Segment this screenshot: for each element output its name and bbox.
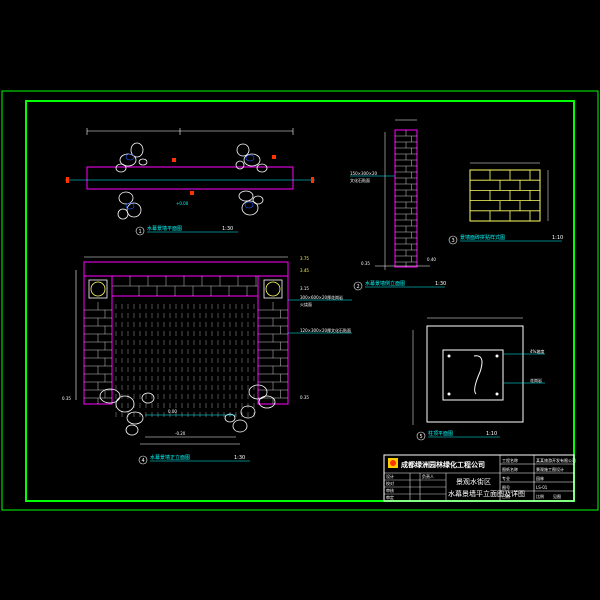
date-label: 日期 (502, 493, 510, 499)
view3-caption: 景墙面砖拼贴样式图 (460, 234, 505, 241)
stage-label: 专业 (502, 475, 510, 481)
view2-caption: 水幕景墙侧立面图 (365, 280, 405, 287)
front-elev-water: 0.00 (168, 409, 177, 414)
title-block: 成都绿洲园林绿化工程公司 工程名称 某某旅游开发有限公司 图纸名称 景观施工图设… (383, 454, 576, 502)
side-elev-top: 0.40 (427, 257, 436, 262)
role-approve: 审定 (386, 494, 394, 500)
view5-scale: 1:10 (486, 431, 497, 437)
project-label: 工程名称 (502, 457, 518, 463)
sheet-value: LS-01 (536, 485, 548, 490)
front-note-2: 火烧面 (300, 301, 312, 307)
view3-scale: 1:10 (552, 235, 563, 241)
role-review: 审核 (386, 487, 394, 493)
front-elevation-view: 3.75 3.45 3.15 0.35 0.35 0.00 -0.20 300×… (62, 256, 352, 465)
view4-caption: 水幕景墙正立面图 (150, 454, 190, 461)
column-note-2: 花岗岩 (530, 377, 542, 383)
plan-view: +0.00 1 水幕景墙平面图 1:30 (65, 128, 315, 236)
front-elev-top: 3.75 (300, 256, 309, 261)
logo-mark-icon (390, 460, 396, 466)
company-name: 成都绿洲园林绿化工程公司 (401, 460, 485, 469)
inner-border (25, 100, 575, 502)
front-elev-left: 0.35 (62, 396, 71, 401)
side-elev-base: 0.35 (361, 261, 370, 266)
drawing-label: 图纸名称 (502, 466, 518, 472)
scale-label: 比例 (536, 493, 544, 499)
view1-caption: 水幕景墙平面图 (147, 225, 182, 232)
role-check: 校对 (386, 480, 394, 486)
project-value: 某某旅游开发有限公司 (536, 457, 576, 463)
outer-border (1, 90, 599, 511)
view1-scale: 1:30 (222, 226, 233, 232)
role-lead: 负责人 (422, 473, 434, 479)
role-design: 设计 (386, 473, 394, 479)
front-elev-mid: 3.45 (300, 268, 309, 273)
front-note-3: 120×300×20厚文化石贴面 (300, 327, 351, 333)
front-elev-cap: 3.15 (300, 286, 309, 291)
view2-scale: 1:30 (435, 281, 446, 287)
stage-value: 园林 (536, 475, 544, 481)
view3-number: 3 (452, 238, 455, 244)
view4-scale: 1:30 (234, 455, 245, 461)
view1-number: 1 (139, 229, 142, 235)
view5-caption: 柱顶平面图 (428, 430, 453, 437)
column-note-1: 4%坡度 (530, 348, 544, 354)
view4-number: 4 (142, 458, 145, 464)
plan-mark-label: +0.00 (176, 201, 189, 206)
drawing-title: 水幕景墙平立面图及详图 (448, 489, 525, 498)
side-note-2: 文化石贴面 (350, 177, 370, 183)
side-note-1: 150×300×20 (350, 171, 378, 176)
column-plan-view: 4%坡度 花岗岩 5 柱顶平面图 1:10 (412, 317, 545, 441)
brick-detail-view: 3 景墙面砖拼贴样式图 1:10 (448, 162, 563, 245)
front-elev-pool: -0.20 (175, 431, 186, 436)
scale-value: 见图 (553, 493, 561, 499)
front-elev-right: 0.35 (300, 395, 309, 400)
side-section-view: 150×300×20 文化石贴面 0.40 0.35 2 水幕景墙侧立面图 1:… (350, 119, 446, 291)
view5-number: 5 (420, 434, 423, 440)
front-note-1: 300×600×20厚花岗岩 (300, 294, 343, 300)
region-name: 景观水街区 (456, 477, 491, 486)
sheet-label: 图号 (502, 484, 510, 490)
drawing-value: 景观施工图设计 (536, 466, 564, 472)
view2-number: 2 (357, 284, 360, 290)
